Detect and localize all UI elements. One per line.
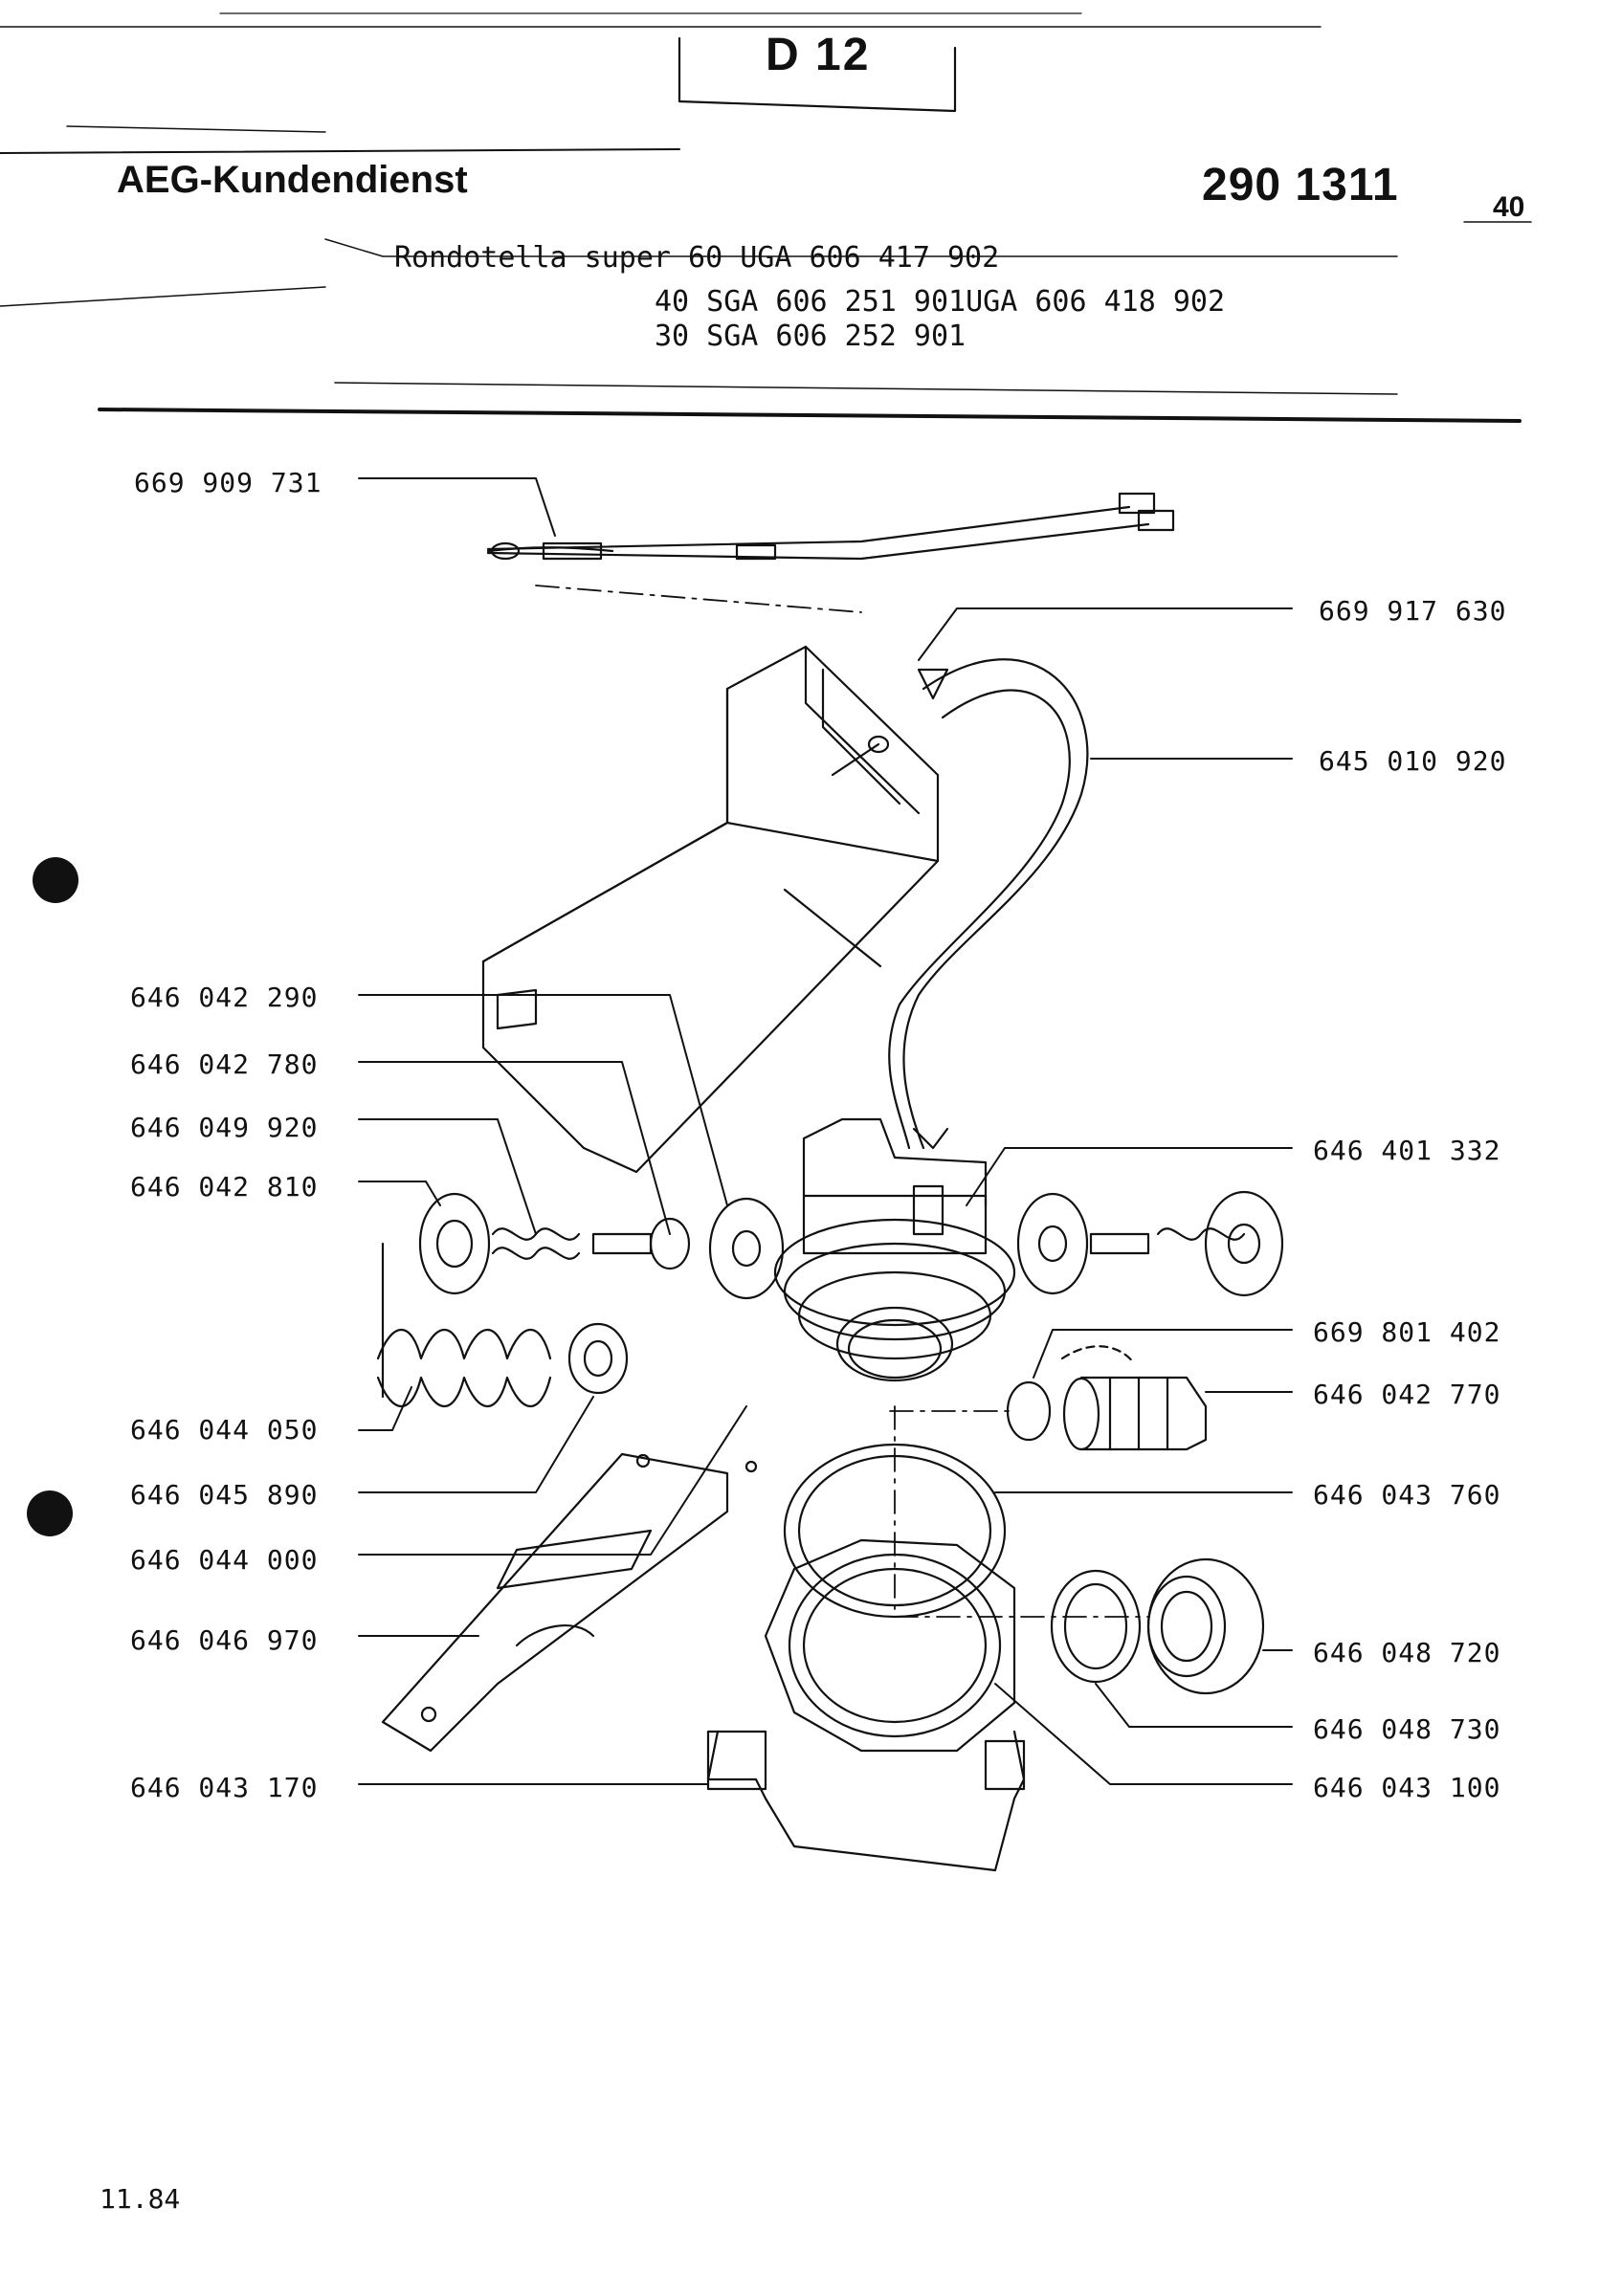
part-label-left: 646 042 810 (130, 1171, 319, 1203)
header-rule-left (0, 148, 680, 154)
part-label-right: 646 043 760 (1313, 1479, 1501, 1511)
part-label-left: 646 049 920 (130, 1112, 319, 1143)
model-line-1: Rondotella super 60 UGA 606 417 902 (394, 241, 1000, 275)
company-name: AEG-Kundendienst (117, 159, 468, 201)
valve-body (773, 1117, 1016, 1382)
hose (888, 658, 1089, 1150)
part-label-right: 646 401 332 (1313, 1135, 1501, 1166)
punch-hole-top (33, 857, 78, 903)
sheet-code: D 12 (670, 19, 957, 111)
model-line-3: 30 SGA 606 252 901 (655, 320, 967, 353)
header-rule-mid (66, 125, 326, 133)
header-rule-bottom (98, 408, 1522, 423)
model-box-lines (0, 238, 1398, 395)
left-valve-assembly (376, 1192, 785, 1407)
part-label-right: 669 801 402 (1313, 1316, 1501, 1348)
centerlines (535, 585, 1149, 1618)
wiring-harness (486, 492, 1175, 561)
part-label-left: 646 046 970 (130, 1624, 319, 1656)
part-label-left: 646 042 780 (130, 1049, 319, 1080)
part-label-right: 645 010 920 (1319, 745, 1507, 777)
part-label-left: 669 909 731 (134, 467, 322, 498)
nut-and-seals (764, 1443, 1265, 1753)
part-label-left: 646 043 170 (130, 1772, 319, 1803)
leader-lines-left (358, 477, 747, 1785)
mounting-bracket (381, 1452, 758, 1753)
sheet-code-box (678, 36, 957, 113)
part-label-left: 646 045 890 (130, 1479, 319, 1511)
part-label-right: 646 043 100 (1313, 1772, 1501, 1803)
punch-hole-bottom (27, 1490, 73, 1536)
clamp-handle (706, 1730, 1026, 1872)
part-label-right: 646 048 720 (1313, 1637, 1501, 1668)
part-label-left: 646 044 000 (130, 1544, 319, 1576)
part-label-right: 669 917 630 (1319, 595, 1507, 627)
leader-lines-right (918, 607, 1293, 1785)
right-valve-assembly (1016, 1190, 1284, 1297)
model-line-2: 40 SGA 606 251 901UGA 606 418 902 (655, 285, 1226, 319)
dispenser-housing (481, 645, 940, 1174)
insert-cartridge (1006, 1345, 1208, 1451)
document-number: 290 1311 (1202, 160, 1399, 210)
part-label-right: 646 042 770 (1313, 1379, 1501, 1410)
page-number: 40 (1493, 191, 1525, 223)
revision-date: 11.84 (100, 2183, 181, 2215)
sheet-code-text: D 12 (766, 30, 871, 80)
part-label-left: 646 044 050 (130, 1414, 319, 1446)
part-label-left: 646 042 290 (130, 982, 319, 1013)
part-label-right: 646 048 730 (1313, 1713, 1501, 1745)
